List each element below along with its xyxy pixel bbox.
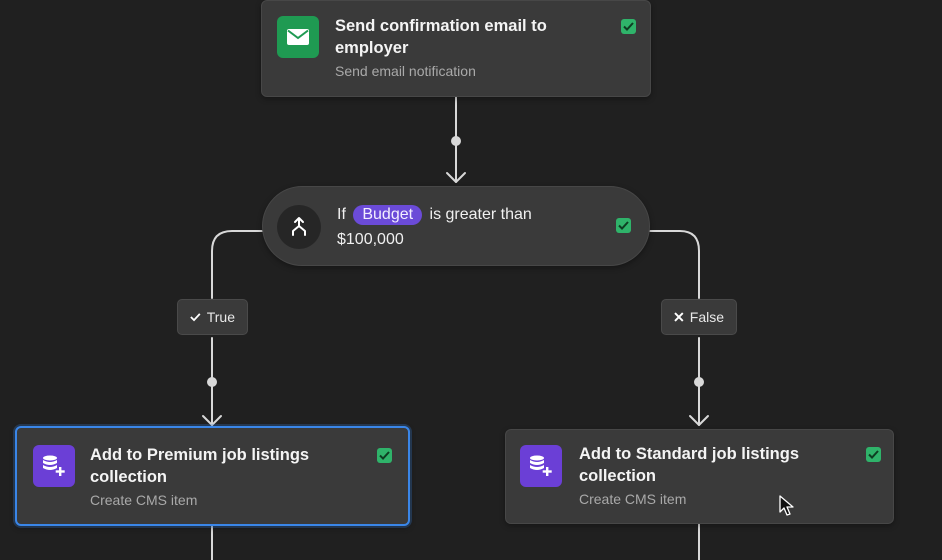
variable-chip-budget[interactable]: Budget [353,205,423,225]
database-add-icon [43,455,65,476]
condition-expression: If Budget is greater than $100,000 [337,202,597,252]
arrowhead-premium [202,415,222,426]
condition-operator: is greater than [429,206,532,223]
premium-node-title: Add to Premium job listings collection [90,446,310,486]
mail-icon-box [277,16,319,58]
email-node-subtitle: Send email notification [335,63,476,79]
branch-label-false[interactable]: False [661,299,737,335]
premium-node-subtitle: Create CMS item [90,492,198,508]
database-add-icon-box [520,445,562,487]
checkbox-checked-icon[interactable] [377,448,392,463]
node-add-standard[interactable]: Add to Standard job listings collection … [505,429,894,524]
branch-label-true[interactable]: True [177,299,248,335]
standard-node-subtitle: Create CMS item [579,491,687,507]
database-add-icon [530,455,552,476]
condition-prefix: If [337,206,346,223]
standard-node-title: Add to Standard job listings collection [579,445,799,485]
arrowhead-condition [446,172,466,183]
email-node-title: Send confirmation email to employer [335,17,547,57]
branch-label-false-text: False [689,309,724,325]
branch-label-true-text: True [206,309,235,325]
branch-icon [277,205,321,249]
checkbox-checked-icon[interactable] [866,447,881,462]
connector-false-branch [649,230,700,299]
node-add-premium[interactable]: Add to Premium job listings collection C… [15,426,410,526]
mouse-cursor-icon [779,495,794,516]
mail-icon [287,29,309,45]
arrowhead-standard [689,415,709,426]
checkbox-checked-icon[interactable] [616,218,631,233]
connector-true-branch [211,230,263,299]
close-icon [674,312,684,322]
check-icon [190,313,201,322]
node-send-email[interactable]: Send confirmation email to employer Send… [261,0,651,97]
connector-dot-true [207,377,217,387]
connector-dot-false [694,377,704,387]
connector-dot-email [451,136,461,146]
condition-value: $100,000 [337,231,404,248]
database-add-icon-box [33,445,75,487]
checkbox-checked-icon[interactable] [621,19,636,34]
node-condition[interactable]: If Budget is greater than $100,000 [262,186,650,266]
